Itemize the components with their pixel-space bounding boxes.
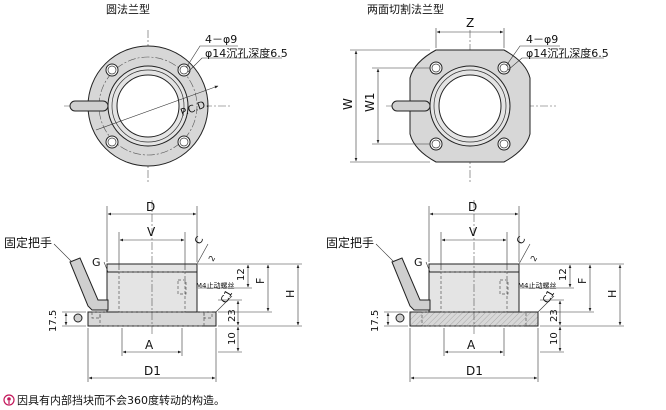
dim-d-left: D bbox=[146, 200, 155, 214]
round-flange-side-view: D V C 2 G 12 F H M4止动螺丝 C1 23 bbox=[4, 200, 302, 382]
title-cut-flange: 两面切割法兰型 bbox=[367, 2, 444, 16]
dim-h-left: H bbox=[284, 290, 297, 298]
cut-flange-top-view: Z W W1 4－φ9 φ14沉孔深度6.5 bbox=[341, 16, 609, 182]
counterbore-label-right: φ14沉孔深度6.5 bbox=[526, 46, 609, 60]
handle-stub bbox=[69, 100, 109, 112]
bolt-hole bbox=[497, 61, 511, 75]
dim-f-right: F bbox=[576, 278, 589, 284]
holes-label-left: 4－φ9 bbox=[205, 33, 237, 46]
dim-d1-right: D1 bbox=[466, 364, 483, 378]
dim-w: W bbox=[341, 98, 355, 110]
bolt-hole bbox=[105, 63, 119, 77]
chamfer-c1-left: C1 bbox=[219, 288, 235, 305]
chamfer-c-right: C bbox=[515, 235, 528, 247]
bolt-hole bbox=[497, 137, 511, 151]
dim-w1: W1 bbox=[363, 93, 377, 113]
chamfer-c1-right: C1 bbox=[541, 288, 557, 305]
dim-17-5-right: 17.5 bbox=[370, 310, 381, 332]
dim-10-left: 10 bbox=[227, 332, 238, 345]
counterbore-label-left: φ14沉孔深度6.5 bbox=[205, 46, 288, 60]
dim-23-left: 23 bbox=[227, 309, 238, 322]
dim-12-right: 12 bbox=[558, 268, 569, 281]
label-g-left: G bbox=[92, 256, 101, 269]
dim-10-right: 10 bbox=[549, 332, 560, 345]
bolt-hole bbox=[177, 63, 191, 77]
round-flange-top-view: P.C.D. 4－φ9 φ14沉孔深度6.5 bbox=[64, 30, 288, 182]
chamfer-c-size-left: 2 bbox=[207, 254, 217, 263]
bolt-hole bbox=[177, 135, 191, 149]
m4-label-right: M4止动螺丝 bbox=[518, 281, 557, 290]
dim-f-left: F bbox=[254, 278, 267, 284]
fixing-handle bbox=[391, 257, 431, 311]
handle-label-left: 固定把手 bbox=[4, 235, 52, 250]
cut-flange-side-view: D V C 2 G 12 F H M4止动螺丝 C1 23 bbox=[326, 200, 624, 382]
bolt-hole bbox=[429, 137, 443, 151]
pin-icon bbox=[3, 394, 15, 406]
dim-12-left: 12 bbox=[236, 268, 247, 281]
fixing-handle bbox=[69, 257, 109, 311]
dim-z: Z bbox=[466, 16, 474, 30]
m4-label-left: M4止动螺丝 bbox=[196, 281, 235, 290]
bolt-hole bbox=[429, 61, 443, 75]
title-round-flange: 圆法兰型 bbox=[106, 2, 150, 16]
dim-17-5-left: 17.5 bbox=[48, 310, 59, 332]
dim-v-left: V bbox=[147, 225, 156, 239]
dim-d1-left: D1 bbox=[144, 364, 161, 378]
dim-v-right: V bbox=[469, 225, 478, 239]
chamfer-c-size-right: 2 bbox=[529, 254, 539, 263]
dim-h-right: H bbox=[606, 290, 619, 298]
note-text: 因具有内部挡块而不会360度转动的构造。 bbox=[17, 393, 225, 407]
dim-d-right: D bbox=[468, 200, 477, 214]
dim-23-right: 23 bbox=[549, 309, 560, 322]
dim-a-left: A bbox=[145, 338, 154, 352]
label-g-right: G bbox=[414, 256, 423, 269]
holes-label-right: 4－φ9 bbox=[526, 33, 558, 46]
dim-a-right: A bbox=[467, 338, 476, 352]
handle-label-right: 固定把手 bbox=[326, 235, 374, 250]
chamfer-c-left: C bbox=[193, 235, 206, 247]
bolt-hole bbox=[105, 135, 119, 149]
handle-stub bbox=[391, 100, 431, 112]
